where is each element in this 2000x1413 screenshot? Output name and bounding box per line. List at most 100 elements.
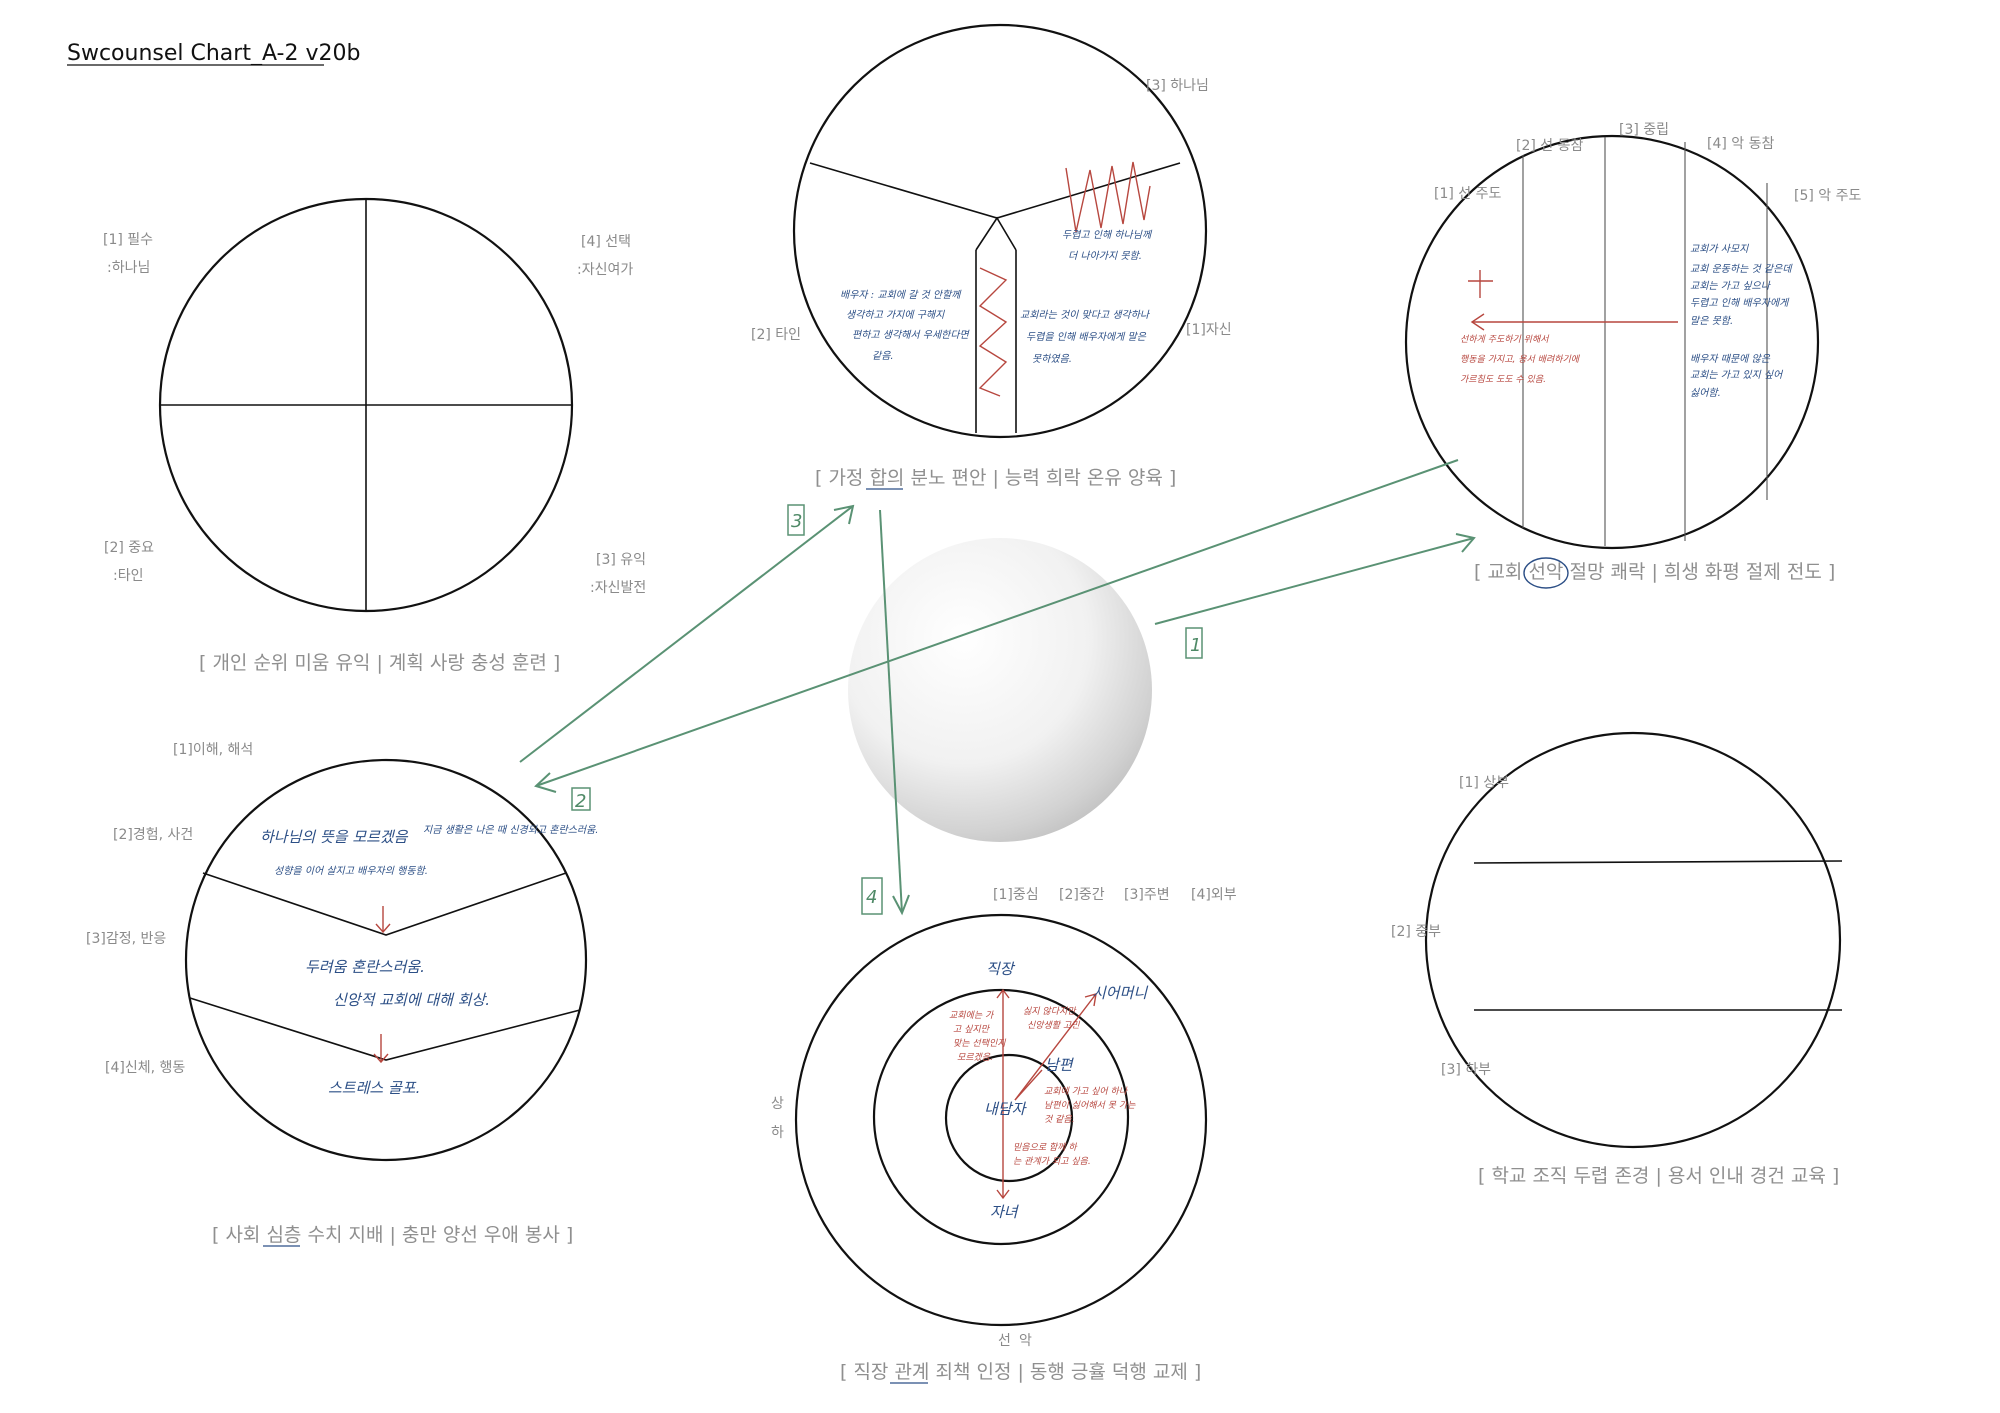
note-blue-2b: 교회는 가고 있지 싶어 <box>1690 369 1784 381</box>
workplace-relationship-chart: [1]중심 [2]중간 [3]주변 [4]외부 상 하 선 악 직장 시어머니 … <box>771 887 1237 1384</box>
note-blue-1a: 교회가 사모지 <box>1690 243 1749 255</box>
inner-ring <box>944 1053 1074 1183</box>
note-left-2: 생각하고 가지에 구해지 <box>846 309 945 321</box>
caption-church: [ 교회 선악 절망 쾌락 | 희생 화평 절제 전도 ] <box>1474 561 1835 583</box>
arrow-4-head <box>892 894 910 916</box>
note-mid-2: 신앙적 교회에 대해 회상. <box>333 991 490 1009</box>
label-experience: [2]경험, 사건 <box>113 827 193 843</box>
note-red-2a: 싫지 않다지만 <box>1023 1006 1077 1017</box>
note-bottom: 스트레스 골포. <box>328 1079 420 1097</box>
red-arrow-mother-in-law-head <box>1084 993 1097 1007</box>
label-top: [1] 상부 <box>1459 775 1509 791</box>
red-zigzag-middle <box>978 267 1008 397</box>
label-self-leisure: :자신여가 <box>577 262 633 278</box>
label-understanding: [1]이해, 해석 <box>173 742 253 758</box>
school-hierarchy-chart: [1] 상부 [2] 중부 [3] 하부 [ 학교 조직 두렵 존경 | 용서 … <box>1391 731 1843 1187</box>
label-evil-participate: [4] 악 동참 <box>1707 136 1774 152</box>
note-client: 내담자 <box>984 1100 1028 1118</box>
note-red-1c: 맞는 선택인지 <box>953 1038 1006 1049</box>
label-upper: 상 <box>771 1096 784 1112</box>
chevron-divider-1 <box>202 872 567 936</box>
middle-ring <box>872 988 1130 1246</box>
center-sphere <box>848 538 1152 842</box>
note-blue-1e: 말은 못함. <box>1690 315 1733 327</box>
note-top-right-1: 두렵고 인해 하나님께 <box>1062 229 1153 241</box>
chevron-divider-2 <box>189 997 581 1061</box>
note-red-4a: 믿음으로 함께 하 <box>1013 1142 1078 1153</box>
label-lower: 하 <box>771 1125 784 1141</box>
arrow-4-mark-box <box>861 877 883 915</box>
label-important: [2] 중요 <box>104 540 154 556</box>
note-middle-3: 못하였음. <box>1032 353 1072 365</box>
note-red-2b: 신앙생활 고민 <box>1027 1020 1080 1031</box>
red-arrow-mother-in-law <box>1014 993 1097 1101</box>
church-circle <box>1404 134 1820 550</box>
arrow-3-head <box>833 504 855 525</box>
label-bottom: [3] 하부 <box>1441 1062 1491 1078</box>
note-blue-1c: 교회는 가고 싶으나 <box>1690 280 1772 292</box>
note-mother-in-law: 시어머니 <box>1092 984 1148 1002</box>
arrow-2-head <box>534 772 557 793</box>
social-depth-chart: [1]이해, 해석 [2]경험, 사건 [3]감정, 반응 [4]신체, 행동 … <box>86 742 598 1247</box>
arrow-4-mark: 4 <box>866 887 877 908</box>
note-blue-2a: 배우자 때문에 않은 <box>1690 353 1771 365</box>
note-red-1d: 모르겠음. <box>957 1052 993 1063</box>
label-god: :하나님 <box>107 260 150 276</box>
red-arrow-1-head <box>375 923 391 934</box>
note-top-1: 하나님의 뜻을 모르겠음 <box>260 828 409 846</box>
label-evil-lead: [5] 악 주도 <box>1794 188 1861 204</box>
note-children: 자녀 <box>990 1203 1020 1221</box>
family-circle <box>792 23 1208 439</box>
red-zigzag-top <box>1065 161 1151 233</box>
center-sphere-ball <box>848 538 1152 842</box>
school-circle <box>1424 731 1842 1149</box>
priority-quadrant-chart: [1] 필수 :하나님 [4] 선택 :자신여가 [2] 중요 :타인 [3] … <box>103 197 646 674</box>
caption-society: [ 사회 심층 수치 지배 | 충만 양선 우애 봉사 ] <box>212 1224 573 1246</box>
note-mid-1: 두려움 혼란스러움. <box>305 958 425 976</box>
caption-highlight-circle <box>1523 557 1569 589</box>
note-red-3c: 것 같음. <box>1044 1114 1075 1125</box>
red-arrow-husband <box>1014 1069 1043 1101</box>
note-left-3: 편하고 생각해서 우세한다면 <box>852 329 971 341</box>
note-top-2: 지금 생활은 나은 때 신경되고 혼란스러움. <box>423 824 598 836</box>
note-workplace: 직장 <box>986 960 1016 978</box>
family-relationship-chart: [3] 하나님 [2] 타인 [1]자신 두렵고 인해 하나님께 더 나아가지 … <box>751 23 1232 490</box>
label-essential: [1] 필수 <box>103 232 153 248</box>
label-god: [3] 하나님 <box>1146 78 1209 94</box>
arrow-1-shaft <box>1154 537 1475 625</box>
caption-personal: [ 개인 순위 미움 유익 | 계획 사랑 충성 훈련 ] <box>199 652 560 674</box>
arrow-4-shaft <box>879 509 903 914</box>
note-red-4b: 는 관계가 되고 싶음. <box>1013 1156 1091 1167</box>
note-middle-1: 교회라는 것이 맞다고 생각하나 <box>1020 309 1151 321</box>
document-title: Swcounsel Chart_A-2 v20b <box>67 41 360 66</box>
red-axis-head-bottom <box>996 1189 1010 1200</box>
label-emotion: [3]감정, 반응 <box>86 931 166 947</box>
note-red-1: 선하게 주도하기 위해서 <box>1460 334 1549 345</box>
label-others: :타인 <box>113 568 143 584</box>
note-blue-1b: 교회 운동하는 것 같은데 <box>1690 263 1793 275</box>
social-circle <box>184 758 588 1162</box>
arrow-3-mark-box <box>787 504 805 536</box>
label-good-lead: [1] 선 주도 <box>1434 186 1501 202</box>
label-good: 선 <box>998 1333 1011 1349</box>
note-husband: 남편 <box>1045 1056 1075 1074</box>
outer-ring <box>794 913 1208 1327</box>
arrow-2-mark-box <box>571 787 591 811</box>
arrow-2-shaft <box>535 459 1459 787</box>
label-neutral: [3] 중립 <box>1619 122 1669 138</box>
note-red-2: 행동을 가지고, 용서 배려하기에 <box>1460 354 1581 365</box>
church-good-evil-chart: [3] 중립 [2] 선 동참 [4] 악 동참 [1] 선 주도 [5] 악 … <box>1404 122 1861 589</box>
note-middle-2: 두렵을 인해 배우자에게 말은 <box>1026 331 1147 343</box>
label-good-participate: [2] 선 동참 <box>1516 138 1583 154</box>
note-red-1a: 교회에는 가 <box>949 1010 995 1021</box>
label-self-growth: :자신발전 <box>590 580 646 596</box>
label-middle: [2]중간 <box>1059 887 1105 903</box>
arrow-3-shaft <box>519 505 854 763</box>
label-outside: [4]외부 <box>1191 887 1237 903</box>
y-divider-join <box>975 216 1017 251</box>
note-top-3: 성향을 이어 살지고 배우자의 행동함. <box>274 865 428 877</box>
note-top-right-2: 더 나아가지 못함. <box>1068 250 1142 262</box>
arrow-2-mark: 2 <box>575 791 586 812</box>
connector-arrows: 1 2 3 4 <box>519 459 1476 916</box>
